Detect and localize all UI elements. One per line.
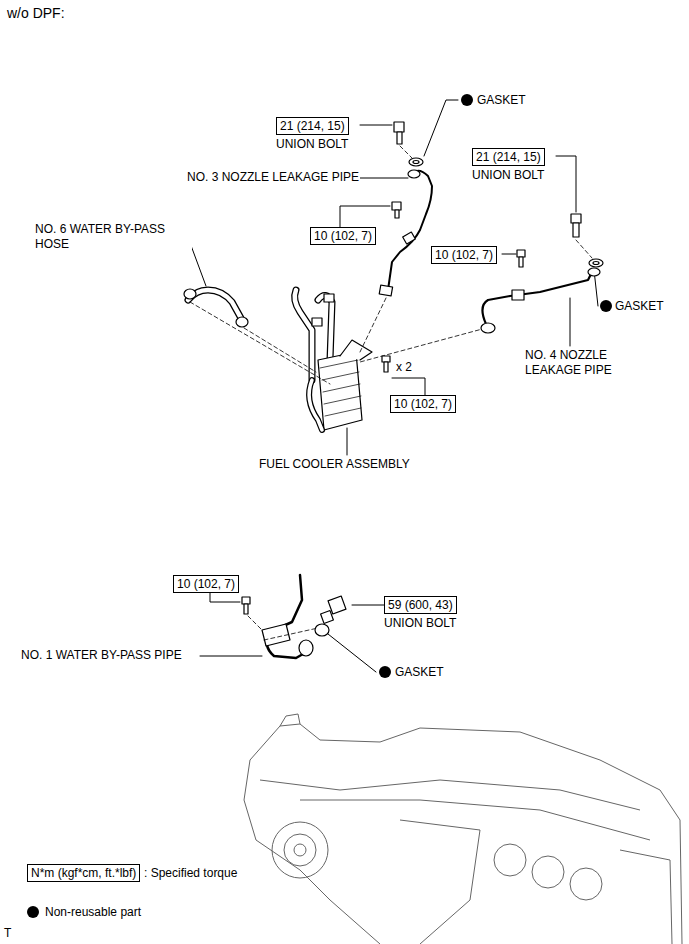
- legend-text: Non-reusable part: [44, 905, 142, 920]
- torque-spec-box: 21 (214, 15) UNION BOLT: [276, 117, 349, 151]
- torque-value: 21 (214, 15): [472, 148, 545, 166]
- part-label: T: [3, 926, 12, 941]
- torque-spec-box: N*m (kgf*cm, ft.*lbf): [27, 864, 140, 882]
- torque-spec-box: 59 (600, 43) UNION BOLT: [384, 596, 457, 630]
- part-label: GASKET: [476, 93, 527, 108]
- part-label: NO. 6 WATER BY-PASS HOSE: [34, 222, 192, 252]
- torque-spec-box: 10 (102, 7): [310, 227, 376, 245]
- part-label: GASKET: [394, 665, 445, 680]
- part-label: NO. 4 NOZZLE LEAKAGE PIPE: [524, 348, 666, 378]
- part-label: w/o DPF:: [6, 6, 66, 21]
- torque-spec-box: 10 (102, 7): [390, 395, 456, 413]
- part-name: UNION BOLT: [384, 616, 457, 630]
- torque-value: N*m (kgf*cm, ft.*lbf): [27, 864, 140, 882]
- torque-value: 10 (102, 7): [173, 575, 239, 593]
- part-label: NO. 3 NOZZLE LEAKAGE PIPE: [186, 170, 360, 185]
- torque-value: 10 (102, 7): [431, 246, 497, 264]
- part-label: GASKET: [614, 299, 665, 314]
- part-label: x 2: [395, 360, 413, 375]
- torque-spec-box: 10 (102, 7): [431, 246, 497, 264]
- torque-spec-box: 10 (102, 7): [173, 575, 239, 593]
- part-label: FUEL COOLER ASSEMBLY: [258, 457, 411, 472]
- part-label: NO. 1 WATER BY-PASS PIPE: [20, 648, 183, 663]
- torque-value: 59 (600, 43): [384, 596, 457, 614]
- torque-value: 10 (102, 7): [310, 227, 376, 245]
- torque-value: 10 (102, 7): [390, 395, 456, 413]
- torque-spec-box: 21 (214, 15) UNION BOLT: [472, 148, 545, 182]
- torque-value: 21 (214, 15): [276, 117, 349, 135]
- legend-text: : Specified torque: [143, 866, 238, 881]
- part-name: UNION BOLT: [276, 137, 349, 151]
- part-name: UNION BOLT: [472, 168, 545, 182]
